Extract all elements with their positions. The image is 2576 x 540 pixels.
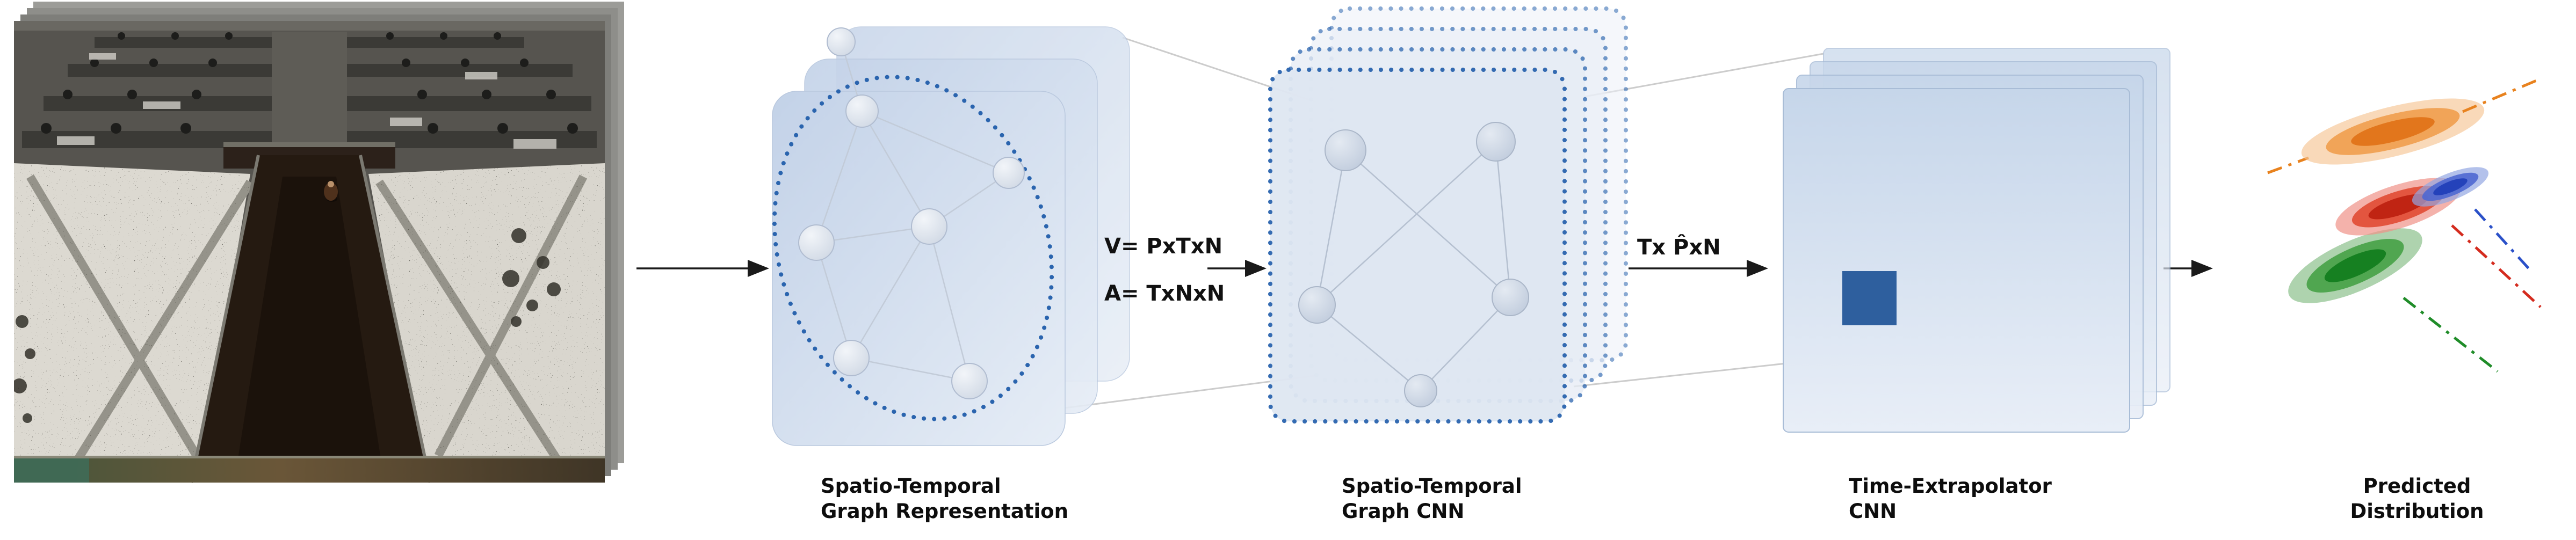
graph-node [911, 208, 947, 245]
trajectory-line [2474, 208, 2534, 274]
arrow-input-to-graph [636, 260, 769, 277]
label-line: Time-Extrapolator [1849, 475, 2052, 498]
arrow-graph-to-cnn [1207, 260, 1267, 277]
cnn-graph-edges [1316, 141, 1511, 391]
central-walkway [190, 142, 432, 483]
label-line: Graph Representation [821, 500, 1068, 523]
trajectory-blue [2412, 167, 2534, 274]
trajectory-line [2267, 156, 2309, 174]
roof-edge-green [14, 458, 89, 483]
graph-node [993, 157, 1025, 189]
graph-node [1404, 374, 1437, 407]
graph-representation-stack [772, 26, 1130, 446]
vegetation [14, 228, 561, 423]
label-time-extrapolator: Time-Extrapolator CNN [1849, 473, 2052, 524]
label-line: Predicted [2363, 475, 2471, 498]
pedestrian [324, 181, 338, 202]
feature-map-layer [1783, 88, 2130, 433]
graph-node [1325, 129, 1366, 171]
label-line: Distribution [2350, 500, 2484, 523]
label-graph-cnn: Spatio-Temporal Graph CNN [1342, 473, 1522, 524]
graph-nodes [798, 27, 1025, 399]
trajectory-line [2462, 77, 2542, 113]
trajectory-line [2403, 297, 2499, 373]
label-line: Spatio-Temporal [821, 475, 1001, 498]
plaza-center-aisle [272, 32, 347, 152]
label-line: Graph CNN [1342, 500, 1465, 523]
trajectory-line [2451, 224, 2542, 308]
p-hat-equation-label: Tx P̂xN [1637, 235, 1721, 260]
label-graph-representation: Spatio-Temporal Graph Representation [821, 473, 1068, 524]
a-equation-label: A= TxNxN [1104, 281, 1225, 306]
conv-kernel-square [1842, 271, 1897, 325]
plaza-top-edge [14, 21, 605, 31]
graph-node [1492, 279, 1529, 316]
dotted-graph-boundary [772, 75, 1054, 421]
stone-paths [26, 174, 588, 461]
graph-node [833, 340, 870, 376]
video-frame-front [14, 21, 605, 483]
graph-layer [772, 91, 1066, 446]
graph-node [1476, 122, 1516, 162]
trajectory-green [2288, 228, 2499, 373]
curb-line [14, 456, 605, 459]
input-video-frames [14, 2, 624, 483]
trajectory-orange [2267, 77, 2542, 174]
graph-cnn-stack [1268, 6, 1628, 424]
roof-edge [14, 458, 605, 483]
graph-node [798, 224, 835, 261]
connector-line [1573, 359, 1821, 388]
snow-ground [14, 163, 605, 461]
label-line: CNN [1849, 500, 1897, 523]
label-predicted-distribution: Predicted Distribution [2304, 473, 2530, 524]
cnn-graph-nodes [1298, 122, 1529, 407]
arrow-cnn-to-extrapolator [1629, 260, 1768, 277]
dotted-cnn-layer [1268, 68, 1567, 424]
label-line: Spatio-Temporal [1342, 475, 1522, 498]
graph-node [845, 94, 879, 128]
graph-node [951, 363, 988, 399]
graph-node [827, 27, 856, 56]
time-extrapolator-stack [1783, 48, 2170, 433]
predicted-distribution-plot [2267, 77, 2542, 373]
plaza-snow-patches [57, 53, 556, 149]
v-equation-label: V= PxTxN [1104, 234, 1223, 259]
graph-node [1298, 286, 1336, 324]
